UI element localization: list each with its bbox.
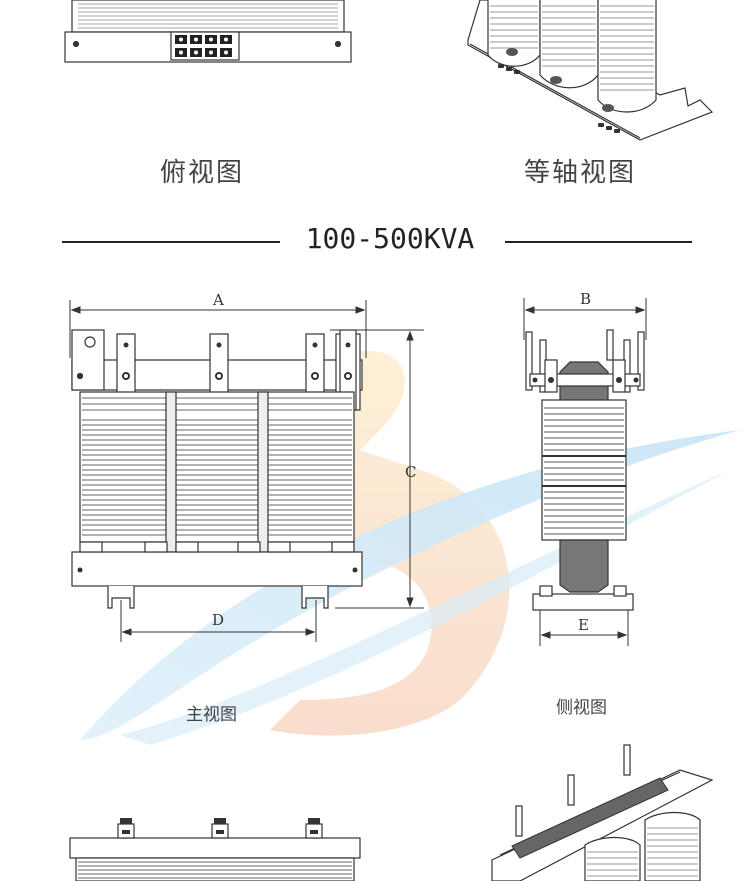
- section-heading: 100-500KVA: [0, 222, 750, 262]
- section-title-text: 100-500KVA: [305, 222, 475, 255]
- heading-rule-right: [505, 241, 692, 243]
- dim-label-e: E: [578, 616, 589, 634]
- dim-label-d: D: [212, 611, 224, 629]
- heading-rule-left: [62, 241, 280, 243]
- dim-label-a: A: [212, 291, 224, 309]
- dim-label-c: C: [405, 463, 416, 481]
- top-view-label: 俯视图: [160, 158, 245, 188]
- side-view-label: 侧视图: [556, 698, 607, 718]
- dim-label-b: B: [580, 290, 591, 308]
- iso-view-label: 等轴视图: [524, 158, 637, 188]
- front-view-label: 主视图: [186, 705, 237, 725]
